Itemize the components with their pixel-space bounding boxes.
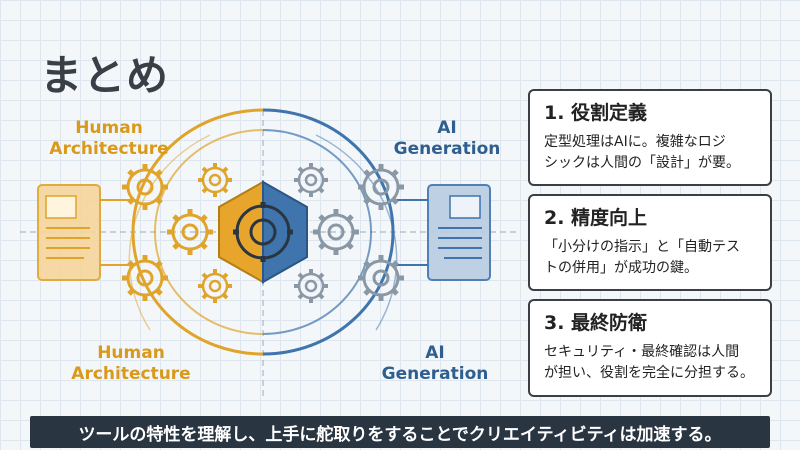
card-accuracy-improvement: 2. 精度向上 「小分けの指示」と「自動テス トの併用」が成功の鍵。 xyxy=(528,194,772,291)
card-body-line: トの併用」が成功の鍵。 xyxy=(544,260,698,276)
label-line: AI xyxy=(437,118,457,138)
ai-gears xyxy=(292,161,404,305)
card-body-line: 「小分けの指示」と「自動テス xyxy=(544,239,740,255)
label-human-architecture-top: Human Architecture xyxy=(34,118,184,160)
card-body-line: が担い、役割を完全に分担する。 xyxy=(544,365,754,381)
page-title: まとめ xyxy=(40,51,170,100)
label-line: Architecture xyxy=(71,364,191,384)
card-title: 1. 役割定義 xyxy=(544,102,648,124)
label-line: Architecture xyxy=(49,139,169,159)
card-body: 「小分けの指示」と「自動テス トの併用」が成功の鍵。 xyxy=(544,237,758,279)
card-title: 2. 精度向上 xyxy=(544,207,648,229)
card-title: 3. 最終防衛 xyxy=(544,312,648,334)
label-ai-generation-bottom: AI Generation xyxy=(380,343,490,385)
hexagon-core-icon xyxy=(218,180,308,284)
summary-banner: ツールの特性を理解し、上手に舵取りをすることでクリエイティビティは加速する。 xyxy=(30,416,770,448)
card-role-definition: 1. 役割定義 定型処理はAIに。複雑なロジ シックは人間の「設計」が要。 xyxy=(528,89,772,186)
card-body-line: シックは人間の「設計」が要。 xyxy=(544,155,740,171)
label-line: Generation xyxy=(393,139,501,159)
card-body: 定型処理はAIに。複雑なロジ シックは人間の「設計」が要。 xyxy=(544,132,758,174)
label-line: Generation xyxy=(381,364,489,384)
label-human-architecture-bottom: Human Architecture xyxy=(56,343,206,385)
label-ai-generation-top: AI Generation xyxy=(392,118,502,160)
card-body-line: セキュリティ・最終確認は人間 xyxy=(544,344,740,360)
ai-side xyxy=(262,108,491,356)
label-line: Human xyxy=(75,118,143,138)
human-side xyxy=(37,108,264,356)
label-line: AI xyxy=(425,343,445,363)
label-line: Human xyxy=(97,343,165,363)
card-body: セキュリティ・最終確認は人間 が担い、役割を完全に分担する。 xyxy=(544,342,758,384)
card-final-defense: 3. 最終防衛 セキュリティ・最終確認は人間 が担い、役割を完全に分担する。 xyxy=(528,299,772,397)
card-body-line: 定型処理はAIに。複雑なロジ xyxy=(544,134,726,150)
